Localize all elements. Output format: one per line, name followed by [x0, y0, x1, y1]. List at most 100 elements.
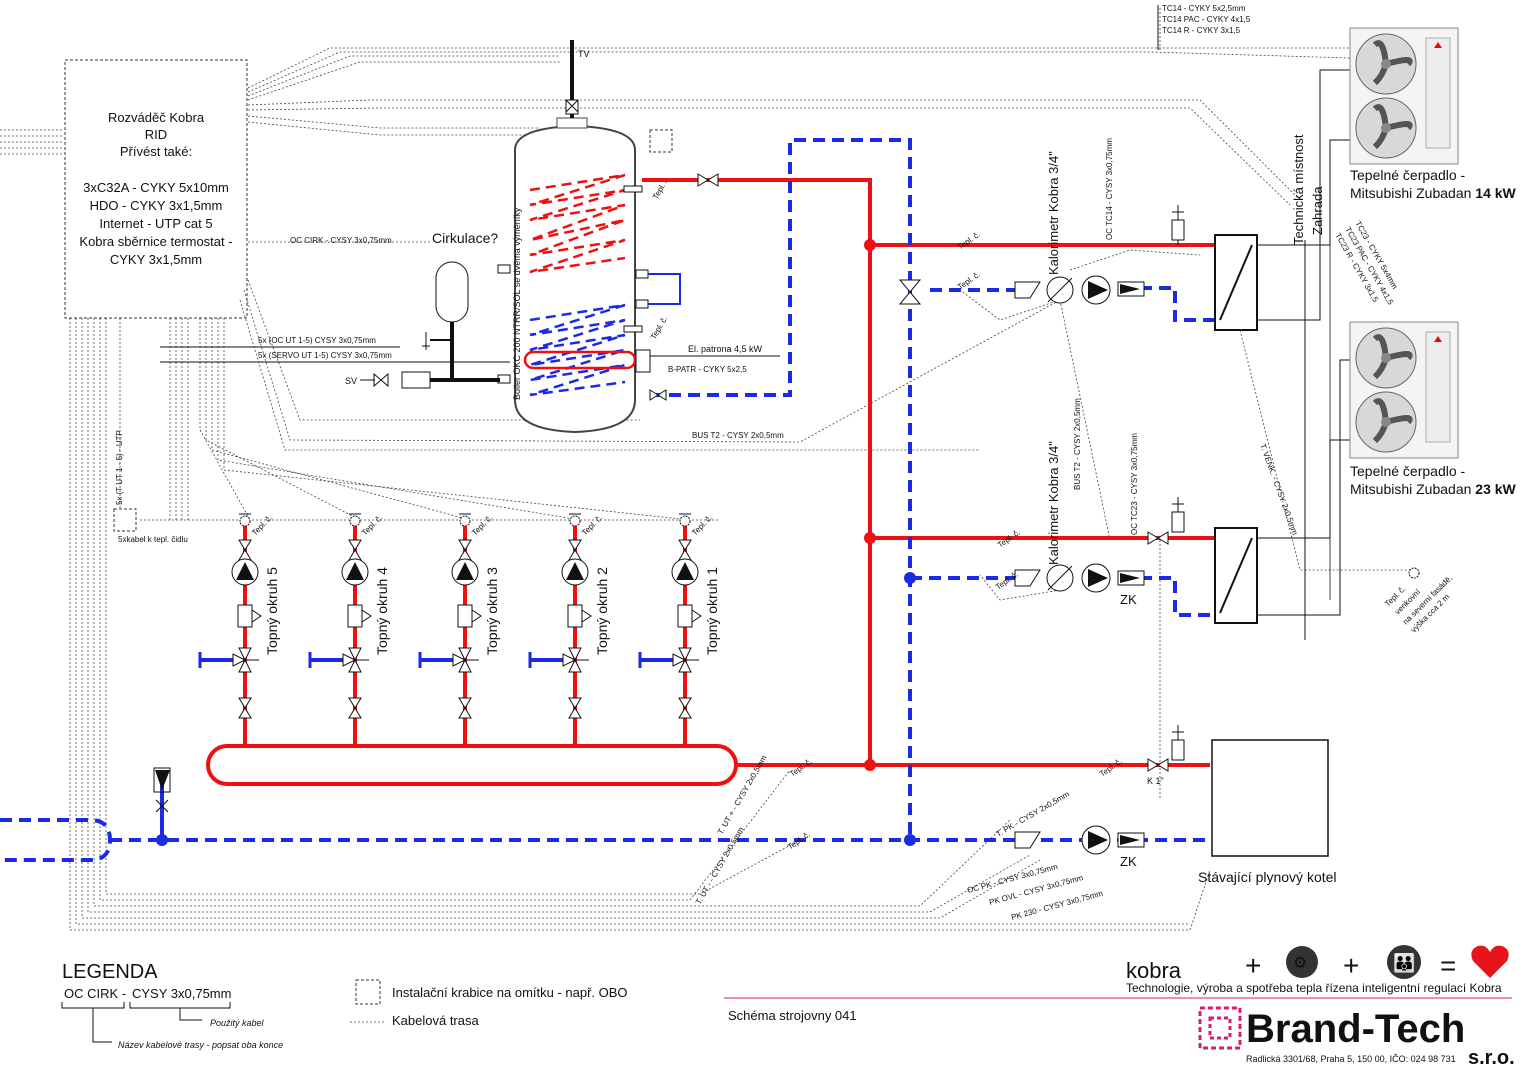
panel-line-3: Přívést také: [120, 144, 192, 159]
legend: LEGENDA OC CIRK - CYSY 3x0,75mm Použitý … [61, 961, 628, 1050]
cirkulace-label: Cirkulace? [432, 230, 498, 246]
kobra-logo: kobra [1126, 958, 1182, 983]
cable-t-ut-utp: 5x (T UT 1 - 5) - UTP [115, 430, 124, 505]
tc23-cables: TC23 - CYKY 5x4mm TC23 PAC - CYKY 4x1,5 … [1333, 220, 1399, 307]
heating-circuit: Topný okruh 5 Tepl. č. [198, 513, 280, 719]
svg-text:+: + [1343, 950, 1359, 981]
cable-routes [0, 8, 1410, 931]
legend-used-cable: Použitý kabel [210, 1018, 265, 1028]
boiler-label: Boiler OKC 200 NTRR/SOL se dvěma výměník… [512, 207, 522, 400]
heating-circuit: Topný okruh 2 Tepl. č. [528, 513, 610, 719]
circuit-tepl: Tepl. č. [690, 513, 714, 537]
circuit-label: Topný okruh 1 [704, 567, 720, 655]
panel-line-8: Kobra sběrnice termostat - [79, 234, 232, 249]
svg-text:TC14 - CYKY 5x2,5mm: TC14 - CYKY 5x2,5mm [1162, 4, 1246, 13]
panel-line-1: Rozváděč Kobra [108, 110, 205, 125]
circuit-tepl: Tepl. č. [250, 513, 274, 537]
legend-cable: CYSY 3x0,75mm [132, 986, 231, 1001]
brand-address: Radlická 3301/68, Praha 5, 150 00, IČO: … [1246, 1054, 1456, 1064]
hp1-line1: Tepelné čerpadlo - [1350, 167, 1466, 183]
svg-text:Tepl. č.: Tepl. č. [788, 757, 814, 779]
gas-boiler-group: ZK K 1" Stávající plynový kotel [1014, 725, 1337, 885]
brand-sro: s.r.o. [1468, 1047, 1515, 1069]
footer: Schéma strojovny 041 kobra + ⚙ + 👪 = Tec… [724, 945, 1515, 1069]
legend-title: LEGENDA [62, 961, 158, 983]
circuit-label: Topný okruh 5 [264, 567, 280, 655]
legend-route: Kabelová trasa [392, 1013, 479, 1028]
k1-label: K 1" [1147, 776, 1164, 786]
legend-box-icon [355, 979, 381, 1005]
cable-t-venk: T. VENK. - CYSY 2x0,5mm [1258, 443, 1300, 537]
legend-route-name: Název kabelové trasy - popsat oba konce [118, 1040, 283, 1050]
cable-oc-tc23: OC TC23 - CYSY 3x0,75mm [1130, 433, 1139, 535]
cable-bus-t2: BUS T2 - CYSY 2x0,5mm [692, 431, 784, 440]
circuit-tepl: Tepl. č. [360, 513, 384, 537]
cable-oc-ut: 5x (OC UT 1-5) CYSY 3x0,75mm [258, 336, 376, 345]
gear-icon [1286, 946, 1318, 978]
boiler-tepl-2: Tepl. č. [649, 315, 669, 341]
gas-boiler-label: Stávající plynový kotel [1198, 869, 1337, 885]
schema-title: Schéma strojovny 041 [728, 1008, 857, 1023]
legend-box: Instalační krabice na omítku - např. OBO [392, 985, 628, 1000]
svg-text:=: = [1440, 950, 1456, 981]
room-technical: Technická místnost [1291, 134, 1306, 245]
heating-circuit: Topný okruh 1 Tepl. č. [638, 513, 720, 719]
panel-line-9: CYKY 3x1,5mm [110, 252, 202, 267]
tc14-cables: TC14 - CYKY 5x2,5mm TC14 PAC - CYKY 4x1,… [1157, 4, 1251, 50]
cable-servo-ut: 5x (SERVO UT 1-5) CYSY 3x0,75mm [258, 351, 392, 360]
panel-text: Rozváděč Kobra RID Přívést také: 3xC32A … [79, 110, 232, 267]
panel-line-7: Internet - UTP cat 5 [99, 216, 212, 231]
zk-label-1: ZK [1120, 592, 1137, 607]
cable-t-pk: T. PK - CYSY 2x0,5mm [995, 789, 1072, 838]
kalorimetr-2: Kalorimetr Kobra 3/4" [1046, 441, 1061, 565]
cable-oc-cirk: OC CIRK - CYSY 3x0,75mm [290, 236, 392, 245]
gas-boiler-box [1211, 739, 1329, 857]
svg-text:Tepl. č.: Tepl. č. [1098, 757, 1124, 779]
pipe-junctions [156, 239, 916, 846]
el-patrona-label: El. patrona 4,5 kW [688, 344, 763, 354]
panel-line-6: HDO - CYKY 3x1,5mm [90, 198, 223, 213]
room-garden: Zahrada [1310, 186, 1325, 235]
svg-text:+: + [1245, 950, 1261, 981]
legend-name: OC CIRK - [64, 986, 126, 1001]
sensor-labels: Tepl. č. Tepl. č. Tepl. č. Tepl. č. Tepl… [786, 230, 1124, 852]
svg-text:👪: 👪 [1393, 952, 1415, 973]
heating-circuit: Topný okruh 3 Tepl. č. [418, 513, 500, 719]
circuit-tepl: Tepl. č. [580, 513, 604, 537]
svg-text:TC14 PAC - CYKY 4x1,5: TC14 PAC - CYKY 4x1,5 [1162, 15, 1251, 24]
b-patr-label: B-PATR - CYKY 5x2,5 [668, 365, 747, 374]
hp1-line2: Mitsubishi Zubadan 14 kW [1350, 185, 1517, 201]
family-icon [1387, 945, 1421, 979]
svg-text:⚙: ⚙ [1293, 955, 1307, 972]
hp2-line1: Tepelné čerpadlo - [1350, 463, 1466, 479]
supply-pipes [206, 178, 1215, 786]
svg-text:Tepl. č.: Tepl. č. [956, 230, 982, 252]
heatpump-23 [1349, 321, 1459, 459]
sensor-box-label: 5xkabel k tepl. čidlu [118, 535, 188, 544]
boiler-tank: TV Boiler OKC 200 NTRR/SOL se dvěma výmě… [497, 40, 681, 434]
zk-label-2: ZK [1120, 854, 1137, 869]
tc14-group: Kalorimetr Kobra 3/4" [1014, 151, 1258, 331]
hp2-line2: Mitsubishi Zubadan 23 kW [1350, 481, 1517, 497]
tv-label: TV [578, 49, 590, 59]
cable-oc-tc14: OC TC14 - CYSY 3x0,75mm [1105, 138, 1114, 240]
cable-t-ut-minus: T. UT - - CYSY 2x0,5mm [694, 825, 746, 906]
circuit-tepl: Tepl. č. [470, 513, 494, 537]
electrical-panel [64, 59, 248, 319]
expansion-vessel [373, 261, 500, 389]
tc23-group: Kalorimetr Kobra 3/4" ZK [1014, 441, 1258, 624]
svg-text:Tepl. č.: Tepl. č. [786, 830, 812, 852]
three-way-valve [898, 279, 922, 305]
circuit-label: Topný okruh 3 [484, 567, 500, 655]
boiler-valve [697, 173, 719, 187]
heatpump-14 [1349, 27, 1459, 165]
circuit-label: Topný okruh 2 [594, 567, 610, 655]
svg-text:TC14 R - CYKY 3x1,5: TC14 R - CYKY 3x1,5 [1162, 26, 1241, 35]
sv-label: SV [345, 376, 357, 386]
panel-line-2: RID [145, 127, 167, 142]
tagline: Technologie, výroba a spotřeba tepla říz… [1126, 981, 1502, 995]
panel-line-5: 3xC32A - CYKY 5x10mm [83, 180, 229, 195]
